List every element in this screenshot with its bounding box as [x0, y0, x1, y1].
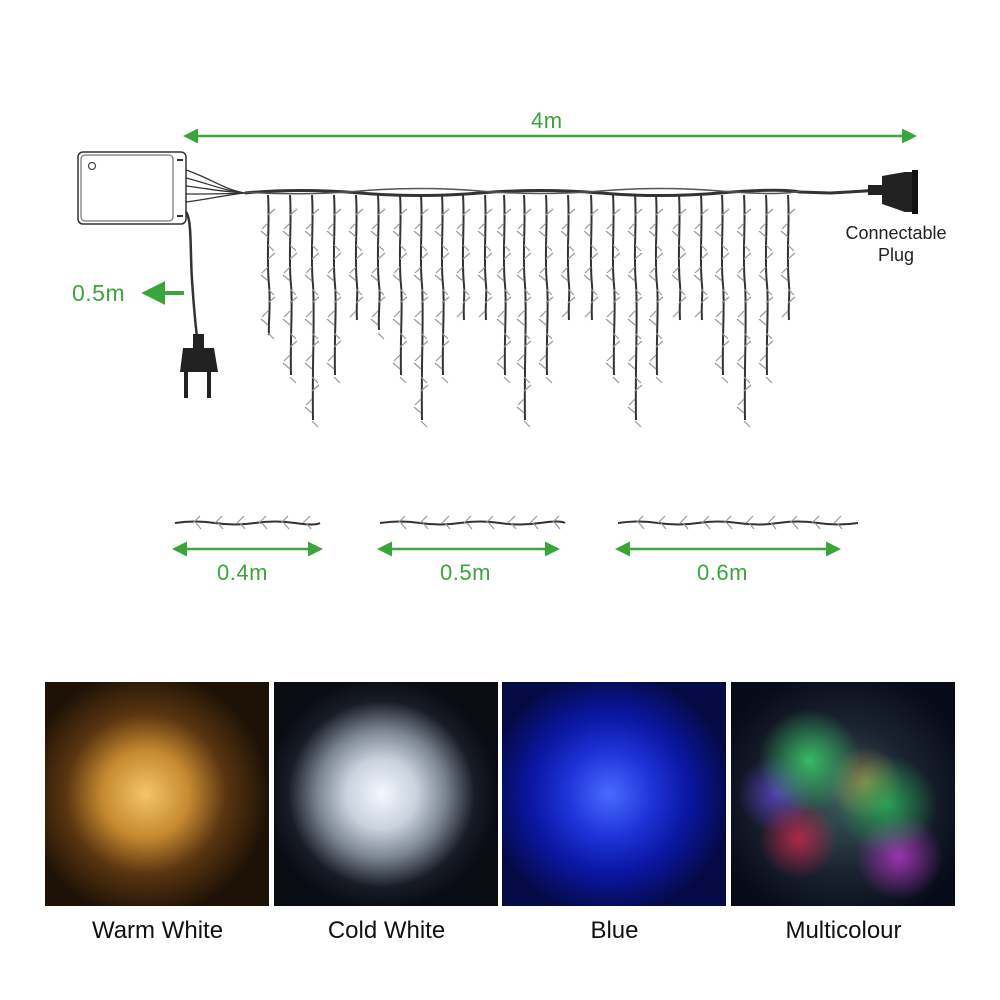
drop-length-05: 0.5m — [440, 560, 491, 585]
caption-cold-white: Cold White — [327, 917, 446, 944]
drop-length-bulbs — [192, 515, 843, 530]
icicle-light-diagram — [77, 128, 918, 557]
photo-warm-white — [45, 682, 269, 906]
drop-length-06: 0.6m — [697, 560, 748, 585]
caption-warm-white: Warm White — [91, 917, 224, 944]
photo-cold-white — [274, 682, 498, 906]
photo-blue — [502, 682, 726, 906]
lead-cable-label: 0.5m — [72, 280, 126, 306]
caption-multicolour: Multicolour — [785, 917, 902, 944]
photo-multicolour — [731, 682, 955, 906]
caption-blue: Blue — [590, 917, 639, 944]
connectable-plug — [868, 170, 918, 214]
drop-length-04: 0.4m — [217, 560, 268, 585]
total-length-label: 4m — [531, 108, 563, 133]
led-bulbs — [260, 208, 796, 428]
icicle-drops — [266, 194, 791, 421]
lead-cable — [184, 211, 200, 346]
drop-length-samples — [174, 520, 859, 526]
controller-box — [77, 151, 187, 225]
connectable-plug-label: Connectable Plug — [845, 223, 947, 265]
mains-plug — [180, 334, 218, 398]
